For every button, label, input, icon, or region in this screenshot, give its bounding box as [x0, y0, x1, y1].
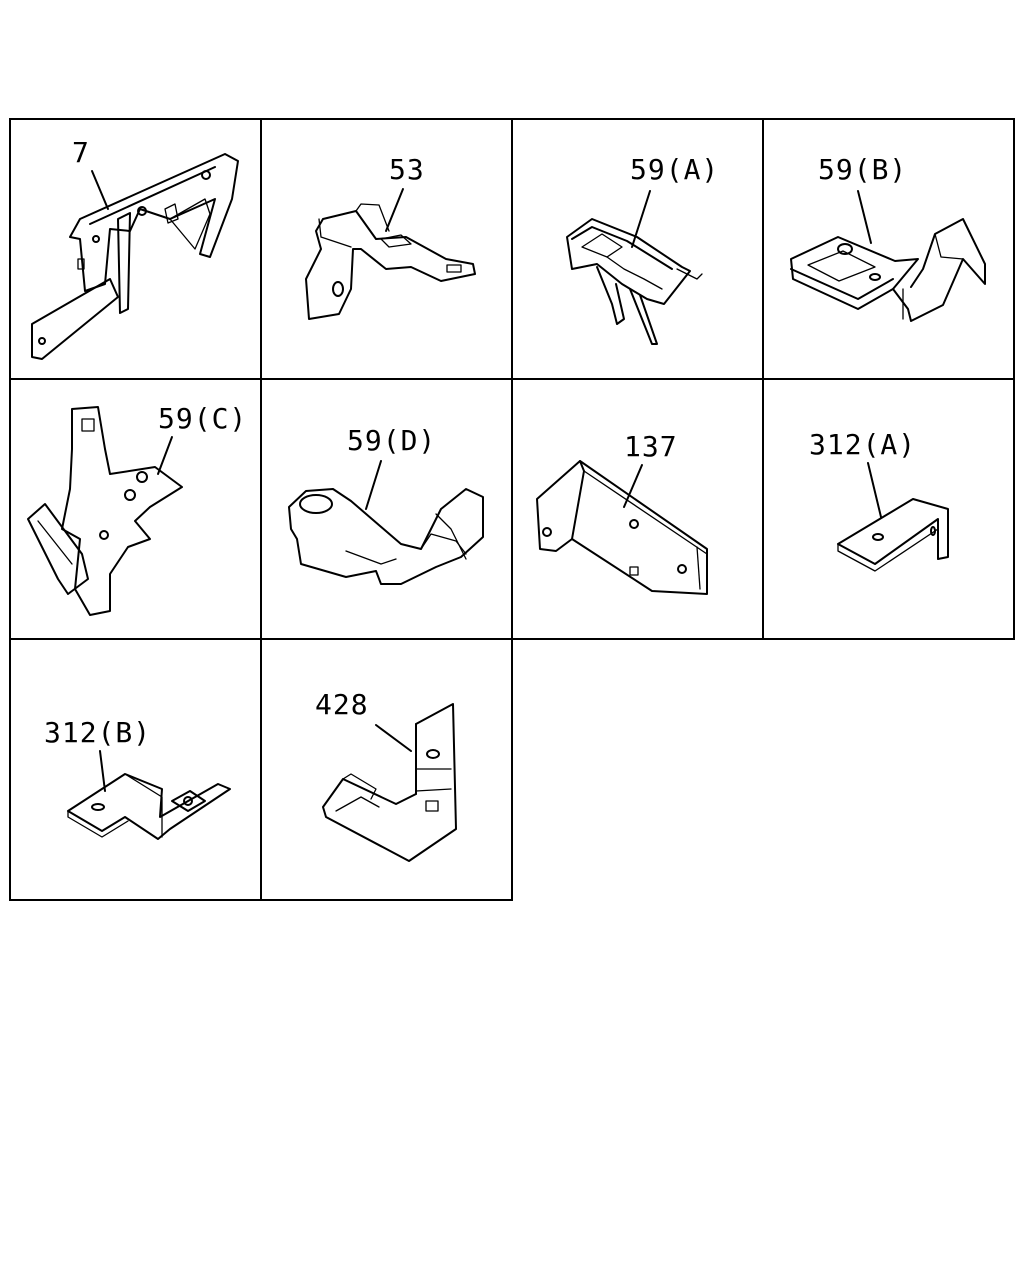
bracket-59b-drawing	[790, 218, 986, 322]
leader-line-312a	[867, 462, 882, 518]
bracket-53-drawing	[305, 203, 476, 320]
part-label-7: 7	[72, 136, 90, 169]
leader-line-59b	[857, 190, 872, 244]
bracket-59c-drawing	[27, 406, 183, 616]
part-label-59a: 59(A)	[630, 153, 720, 186]
part-cell-137: 137	[512, 379, 763, 639]
part-label-59c: 59(C)	[158, 402, 248, 435]
part-label-428: 428	[315, 688, 369, 721]
leader-line-137	[623, 464, 643, 508]
leader-line-59d	[365, 460, 382, 510]
part-cell-59a: 59(A)	[512, 119, 763, 379]
part-label-53: 53	[389, 153, 425, 186]
part-cell-59d: 59(D)	[261, 379, 512, 639]
part-cell-312a: 312(A)	[763, 379, 1014, 639]
leader-line-53	[385, 188, 404, 232]
part-cell-59c: 59(C)	[10, 379, 261, 639]
leader-line-7	[91, 170, 109, 210]
part-cell-53: 53	[261, 119, 512, 379]
bracket-312b-drawing	[67, 773, 231, 840]
part-label-312a: 312(A)	[809, 428, 917, 461]
part-label-137: 137	[624, 430, 678, 463]
bracket-59a-drawing	[566, 218, 703, 345]
part-cell-7: 7	[10, 119, 261, 379]
leader-line-59c	[157, 436, 173, 475]
part-cell-59b: 59(B)	[763, 119, 1014, 379]
bracket-312a-drawing	[837, 498, 949, 572]
bracket-428-drawing	[322, 703, 457, 862]
part-label-59b: 59(B)	[818, 153, 908, 186]
leader-line-428	[375, 724, 412, 752]
leader-line-312b	[99, 750, 106, 792]
bracket-137-drawing	[536, 460, 708, 595]
part-cell-428: 428	[261, 639, 512, 899]
part-label-312b: 312(B)	[44, 716, 152, 749]
bracket-59d-drawing	[288, 488, 484, 585]
bracket-7-drawing	[31, 153, 239, 360]
part-label-59d: 59(D)	[347, 424, 437, 457]
leader-line-59a	[631, 190, 651, 248]
part-cell-312b: 312(B)	[10, 639, 261, 899]
